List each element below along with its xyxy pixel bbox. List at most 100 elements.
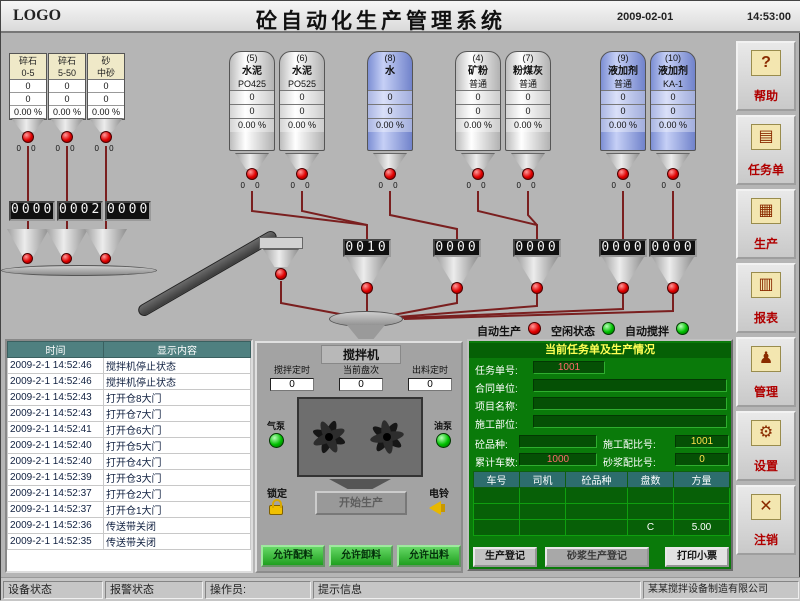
scale-gate-indicator: [531, 282, 543, 294]
silo-name: 水泥: [242, 66, 262, 77]
silo-percent: 0.00 %: [506, 118, 550, 132]
print-ticket-button[interactable]: 打印小票: [665, 547, 729, 567]
silo-admixture-2: (10) 液加剂 KA-1 0 0 0.00 %: [650, 51, 696, 151]
title-bar: LOGO 砼自动化生产管理系统 2009-02-01 14:53:00: [1, 1, 800, 33]
gate-indicator: [22, 131, 34, 143]
sidebar-button-logout[interactable]: ✕注销: [736, 485, 796, 555]
log-time: 2009-2-1 14:52:37: [7, 485, 104, 502]
silo-type: 普通: [613, 79, 632, 89]
bin-value: 0: [49, 93, 85, 106]
production-row: [473, 487, 730, 504]
col-driver: 司机: [519, 471, 566, 488]
field-label: 出料定时: [411, 365, 448, 375]
silo-type: 普通: [468, 79, 487, 89]
auto-production-indicator: [528, 322, 541, 335]
bin-percent: 0.00 %: [49, 106, 85, 119]
silo-funnel: [656, 153, 690, 169]
gate-values: 0 0: [378, 181, 402, 190]
log-header-time: 时间: [7, 341, 104, 358]
silo-name: 水: [385, 66, 395, 77]
cell: [519, 519, 566, 536]
col-concrete-type: 砼品种: [565, 471, 628, 488]
silo-funnel: [461, 153, 495, 169]
mortar-register-button[interactable]: 砂浆生产登记: [545, 547, 649, 567]
project-name-value: [533, 397, 727, 410]
air-pump-indicator: [269, 433, 284, 448]
silo-value: 0: [230, 90, 274, 104]
air-pump-label: 气泵: [266, 421, 285, 431]
construction-site-value: [533, 415, 727, 428]
silo-funnel: [373, 153, 407, 169]
sidebar-button-settings[interactable]: ⚙设置: [736, 411, 796, 481]
silo-water: (8) 水 0 0 0.00 %: [367, 51, 413, 151]
cell: [473, 519, 520, 536]
mixer-blades-icon: [312, 420, 404, 454]
log-content: 打开仓8大门: [103, 389, 251, 406]
sidebar-button-task-order[interactable]: ▤任务单: [736, 115, 796, 185]
sidebar-label: 报表: [753, 311, 778, 325]
lock-label: 锁定: [267, 489, 287, 500]
bin-value: 0: [88, 80, 124, 93]
oil-pump-indicator: [436, 433, 451, 448]
silo-value: 0: [601, 90, 645, 104]
silo-number: (10): [664, 53, 681, 63]
silo-value: 0: [280, 90, 324, 104]
sidebar-button-management[interactable]: ♟ 管理: [736, 337, 796, 407]
concrete-type-label: 砼品种:: [475, 440, 508, 451]
management-icon: ♟: [751, 346, 781, 372]
log-content: 打开仓3大门: [103, 469, 251, 486]
silo-value: 0: [601, 104, 645, 118]
scale-gate-indicator: [667, 282, 679, 294]
production-register-button[interactable]: 生产登记: [473, 547, 537, 567]
silo-name: 粉煤灰: [513, 66, 543, 77]
transfer-funnel: [263, 249, 299, 267]
discharge-timer-input[interactable]: 0: [408, 378, 452, 391]
silo-number: (6): [296, 53, 308, 63]
gate-indicator: [100, 131, 112, 143]
sidebar-label: 帮助: [753, 89, 778, 103]
sidebar-button-help[interactable]: ?帮助: [736, 41, 796, 111]
page-title: 砼自动化生产管理系统: [256, 10, 506, 33]
start-production-button[interactable]: 开始生产: [315, 491, 407, 515]
allow-discharge-button[interactable]: 允许出料: [397, 545, 461, 567]
bin-name: 碎石: [57, 56, 76, 66]
report-icon: ▥: [751, 272, 781, 298]
sidebar-button-production[interactable]: ▦生产: [736, 189, 796, 259]
allow-batching-button[interactable]: 允许配料: [261, 545, 325, 567]
log-content: 搅拌机停止状态: [103, 357, 251, 374]
bell-speaker-icon[interactable]: [429, 501, 445, 515]
admixture-scale-display-2: 0000: [649, 239, 697, 257]
sidebar-label: 管理: [753, 385, 778, 399]
silo-name: 液加剂: [608, 66, 638, 77]
project-name-label: 项目名称:: [475, 402, 518, 413]
task-order-icon: ▤: [751, 124, 781, 150]
silo-funnel: [606, 153, 640, 169]
silo-funnel: [235, 153, 269, 169]
sidebar-label: 设置: [753, 459, 778, 473]
log-content: 传送带关闭: [103, 533, 251, 550]
silo-type: 普通: [518, 79, 537, 89]
lock-icon[interactable]: [269, 499, 283, 515]
sidebar-button-reports[interactable]: ▥ 报表: [736, 263, 796, 333]
scale-hopper: [516, 257, 558, 283]
gate-values: 0 0: [611, 181, 635, 190]
cement-scale-display: 0010: [343, 239, 391, 257]
cell: [519, 503, 566, 520]
allow-unloading-button[interactable]: 允许卸料: [329, 545, 393, 567]
log-time: 2009-2-1 14:52:43: [7, 389, 104, 406]
current-batch-input[interactable]: 0: [339, 378, 383, 391]
gate-values: 0 0: [290, 181, 314, 190]
mixing-timer-input[interactable]: 0: [270, 378, 314, 391]
cell: [473, 487, 520, 504]
device-status-cell: 设备状态: [3, 581, 103, 599]
logout-icon: ✕: [751, 494, 781, 520]
log-header-content: 显示内容: [103, 341, 251, 358]
